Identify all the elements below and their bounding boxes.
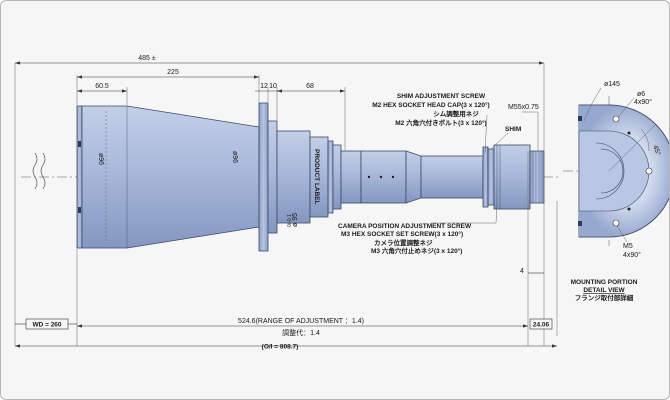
- shim-label: SHIM: [505, 126, 521, 133]
- front-diameter: ø96: [97, 153, 104, 165]
- lens-body: [76, 102, 545, 252]
- flange-diameter: ø 95: [292, 213, 299, 227]
- barrel-length: 68: [306, 83, 314, 90]
- front-length: 60.5: [95, 83, 109, 90]
- svg-text:シム調整用ネジ: シム調整用ネジ: [433, 109, 479, 118]
- tail-length: 24.06: [533, 322, 550, 329]
- mount-flange: [258, 102, 269, 252]
- mid-diameter: ø96: [231, 151, 238, 163]
- rear-body: [276, 130, 311, 224]
- shim-ring: [482, 146, 489, 208]
- mount-tap: M5: [623, 243, 633, 250]
- mount-detail-view: 45° ø145 ø6 4x90° M5 4x90° MOUNTING PORT…: [571, 81, 669, 302]
- svg-text:M2 六角穴付きボルト(3 x 120°): M2 六角穴付きボルト(3 x 120°): [395, 118, 486, 127]
- svg-text:M3 HEX SOCKET SET SCREW(3 x 12: M3 HEX SOCKET SET SCREW(3 x 120°): [341, 230, 463, 238]
- top-dimensions: 485 ± 225 60.5 12 10 68 M55x0.75 4: [14, 55, 545, 346]
- overall-length: 485 ±: [138, 55, 156, 62]
- mount-hole-count: 4x90°: [634, 98, 652, 106]
- lens-cone: [81, 105, 260, 249]
- flange-width-a: 12: [260, 83, 268, 90]
- svg-text:CAMERA POSITION ADJUSTMENT SCR: CAMERA POSITION ADJUSTMENT SCREW: [338, 223, 472, 230]
- range-adjustment-jp: 調整代：1.4: [282, 328, 320, 337]
- flange-step: [267, 120, 278, 234]
- svg-text:SHIM ADJUSTMENT SCREW: SHIM ADJUSTMENT SCREW: [397, 93, 486, 100]
- svg-text:DETAIL VIEW: DETAIL VIEW: [583, 287, 625, 294]
- svg-text:フランジ取付部詳細: フランジ取付部詳細: [575, 293, 634, 302]
- range-adjustment: 524.6(RANGE OF ADJUSTMENT ：1.4): [238, 318, 364, 325]
- shim-callout: SHIM ADJUSTMENT SCREW M2 HEX SOCKET HEAD…: [372, 93, 521, 154]
- mount-diameter: ø145: [604, 81, 620, 88]
- svg-text:M2 HEX SOCKET HEAD CAP(3 x 120: M2 HEX SOCKET HEAD CAP(3 x 120°): [372, 101, 489, 109]
- offset-4: 4: [520, 268, 524, 275]
- front-cap: [76, 105, 83, 249]
- adjust-hole: [367, 175, 371, 179]
- camera-screw-callout: CAMERA POSITION ADJUSTMENT SCREW M3 HEX …: [338, 200, 498, 255]
- mount-tap-count: 4x90°: [623, 251, 641, 259]
- barrel: [360, 150, 407, 204]
- oi-value: (O/I = 808.7): [262, 344, 299, 351]
- product-label: PRODUCT LABEL: [313, 149, 320, 205]
- break-mark: [32, 152, 46, 190]
- camera-mount: [493, 144, 531, 210]
- mount-hole: ø6: [637, 91, 645, 98]
- wd-value: WD = 260: [32, 322, 61, 329]
- mount-angle: 45°: [651, 144, 662, 157]
- cone-length: 225: [167, 69, 179, 76]
- thread-spec: M55x0.75: [508, 104, 539, 111]
- flange-tolerance: 0/-0.1: [287, 214, 293, 227]
- svg-text:M3 六角穴付止めネジ(3 x 120°): M3 六角穴付止めネジ(3 x 120°): [371, 246, 462, 255]
- detail-title: MOUNTING PORTION: [571, 279, 638, 286]
- svg-text:カメラ位置調整ネジ: カメラ位置調整ネジ: [374, 238, 433, 247]
- bottom-dimensions: WD = 260 524.6(RANGE OF ADJUSTMENT ：1.4)…: [15, 201, 558, 351]
- flange-width-b: 10: [269, 83, 277, 90]
- neck: [420, 155, 484, 199]
